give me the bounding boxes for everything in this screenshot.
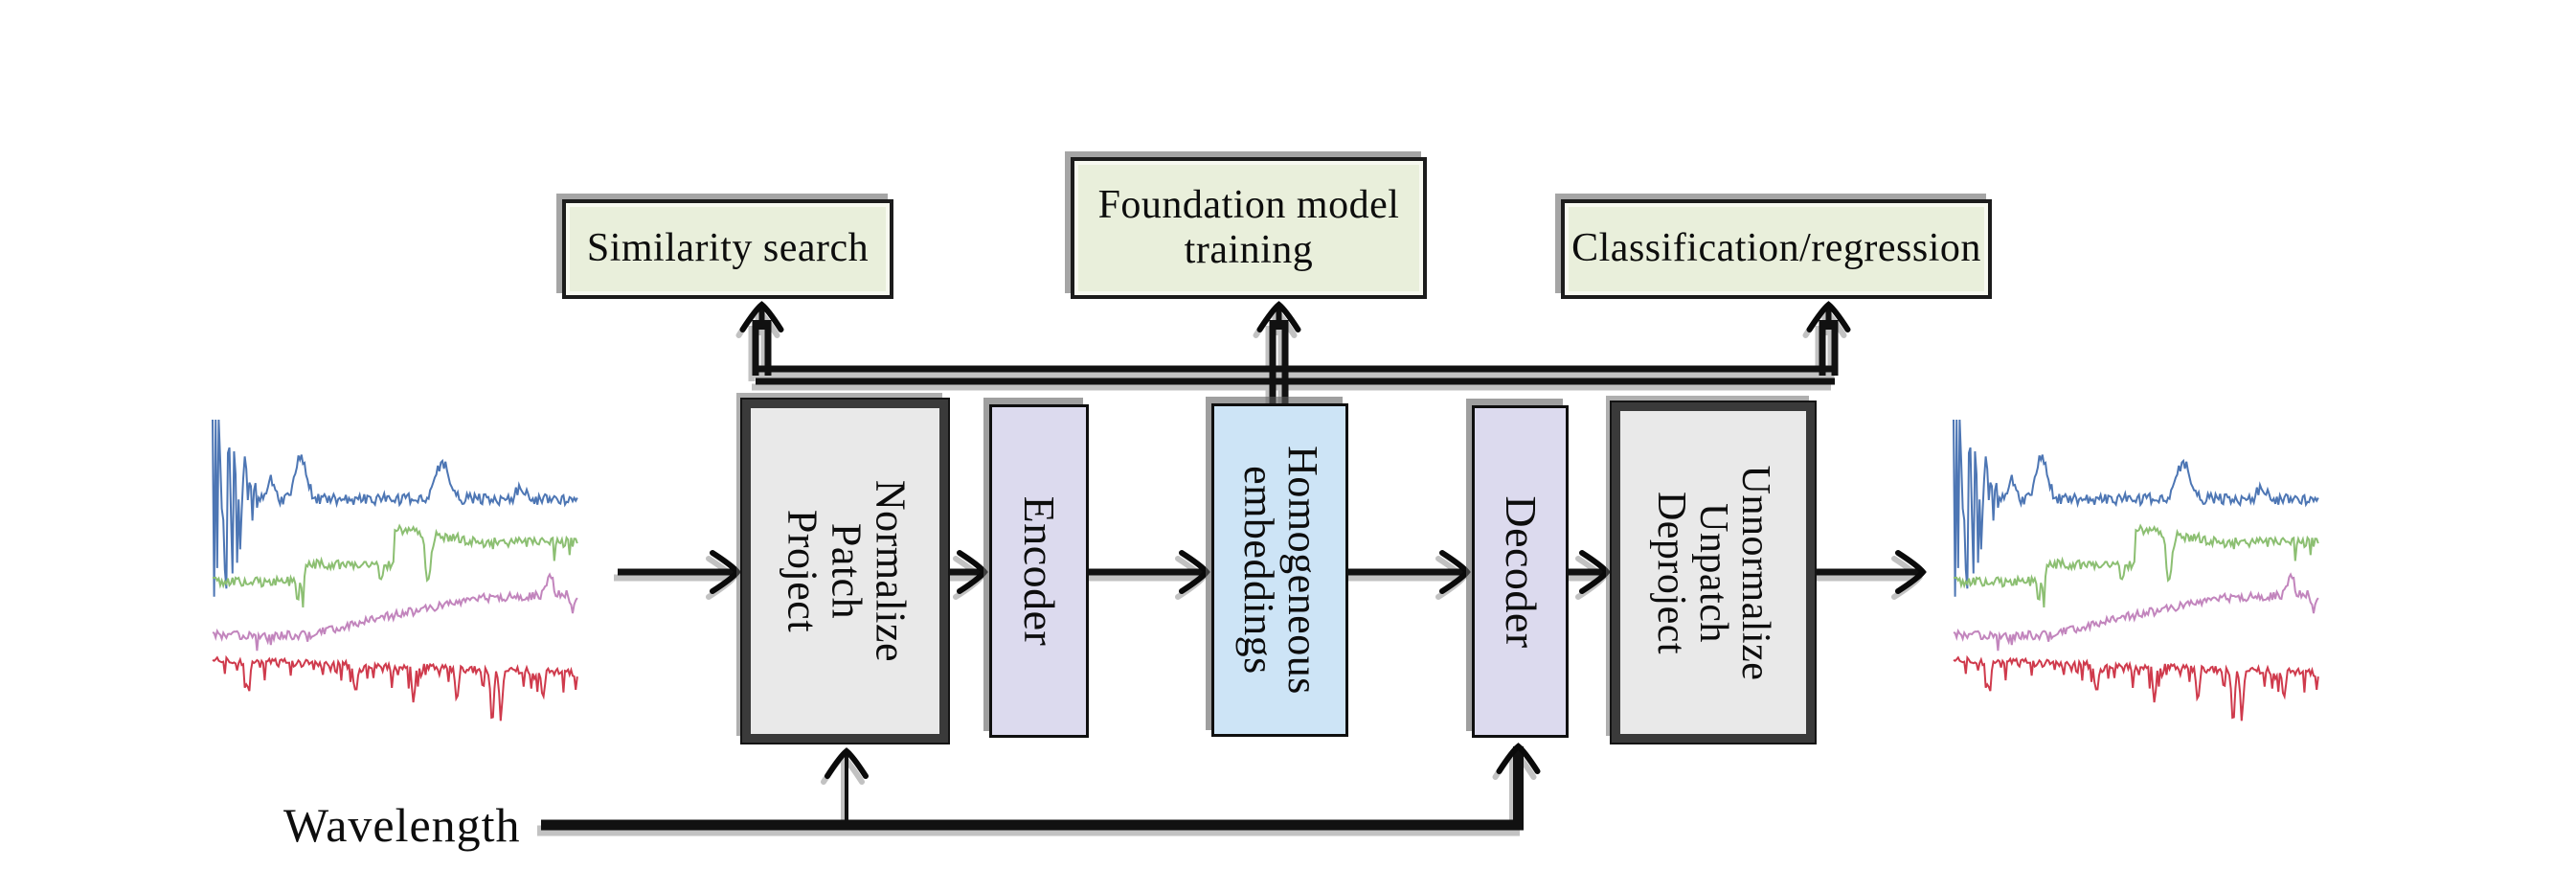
normalize-box: Normalize Patch Project bbox=[742, 400, 948, 743]
similarity-search-box: Similarity search bbox=[562, 199, 893, 299]
foundation-training-box: Foundation model training bbox=[1071, 157, 1427, 299]
output-spectra-red-spectrum bbox=[1953, 654, 2319, 721]
homogeneous-embeddings-label: Homogeneous embeddings bbox=[1234, 446, 1326, 695]
input-spectra-green-spectrum bbox=[212, 523, 578, 607]
spectra-layer bbox=[212, 419, 2319, 721]
normalize-label: Normalize Patch Project bbox=[778, 479, 914, 663]
input-spectra-pink-spectrum bbox=[212, 572, 578, 652]
input-spectra-red-spectrum bbox=[212, 654, 578, 721]
output-spectra-green-spectrum bbox=[1953, 523, 2319, 607]
input-spectra-blue-spectrum bbox=[212, 419, 578, 597]
similarity-search-label: Similarity search bbox=[586, 226, 870, 271]
wavelength-main-line bbox=[541, 743, 1541, 831]
unnormalize-box: Unnormalize Unpatch Deproject bbox=[1612, 402, 1815, 743]
classification-regression-label: Classification/regression bbox=[1571, 226, 1981, 271]
homogeneous-embeddings-box: Homogeneous embeddings bbox=[1211, 403, 1348, 737]
classification-regression-box: Classification/regression bbox=[1561, 199, 1992, 299]
output-spectra-blue-spectrum bbox=[1953, 419, 2319, 597]
encoder-box: Encoder bbox=[989, 404, 1089, 738]
foundation-training-label: Foundation model training bbox=[1097, 182, 1400, 272]
task-bus-line bbox=[739, 301, 1851, 403]
wavelength-lines bbox=[541, 743, 1541, 831]
decoder-box: Decoder bbox=[1472, 405, 1569, 738]
wavelength-label: Wavelength bbox=[283, 798, 521, 852]
decoder-label: Decoder bbox=[1496, 494, 1546, 649]
encoder-label: Encoder bbox=[1015, 495, 1065, 647]
unnormalize-label: Unnormalize Unpatch Deproject bbox=[1648, 465, 1778, 680]
output-spectra-pink-spectrum bbox=[1953, 572, 2319, 652]
